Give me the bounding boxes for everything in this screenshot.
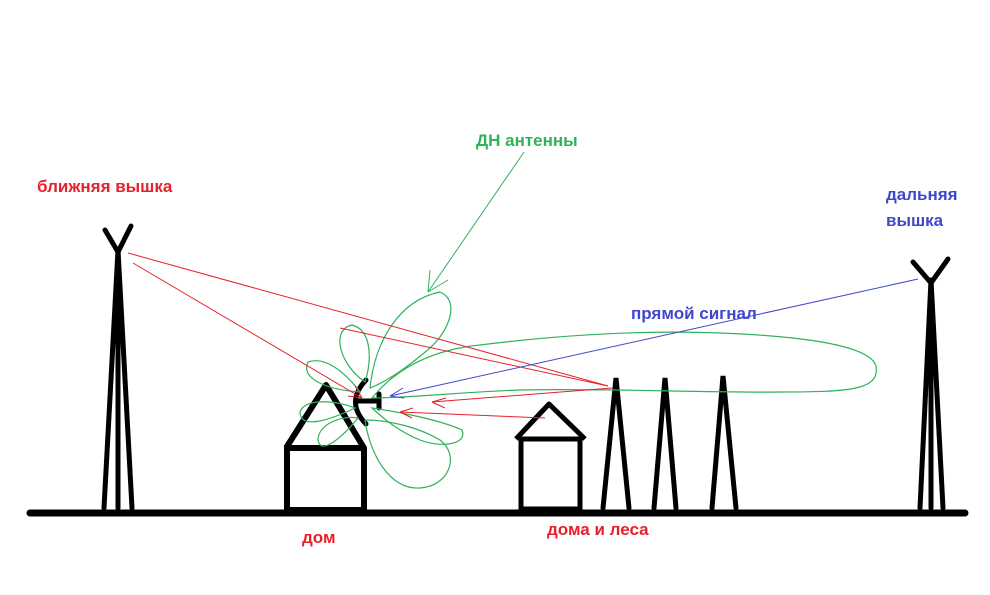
- far-tower-icon: [910, 256, 951, 511]
- near-tower-icon: [101, 223, 135, 511]
- far-tower-label-line2: вышка: [886, 211, 944, 230]
- tree-icon: [600, 375, 739, 511]
- antenna-pattern-label: ДН антенны: [476, 131, 578, 150]
- houses-and-forests-label: дома и леса: [547, 520, 649, 539]
- neighbor-house-icon: [514, 401, 587, 512]
- direct-signal-arrow: [389, 278, 919, 399]
- house-icon: [283, 382, 367, 513]
- reflected-signal-arrows: [127, 252, 613, 419]
- far-tower-label-line1: дальняя: [886, 185, 958, 204]
- near-tower-label: ближняя вышка: [37, 177, 173, 196]
- dish-antenna-icon: [353, 377, 382, 427]
- pattern-pointer-arrow: [427, 151, 525, 293]
- antenna-pattern-outline: [299, 291, 877, 489]
- direct-signal-label: прямой сигнал: [631, 304, 757, 323]
- house-label: дом: [302, 528, 336, 547]
